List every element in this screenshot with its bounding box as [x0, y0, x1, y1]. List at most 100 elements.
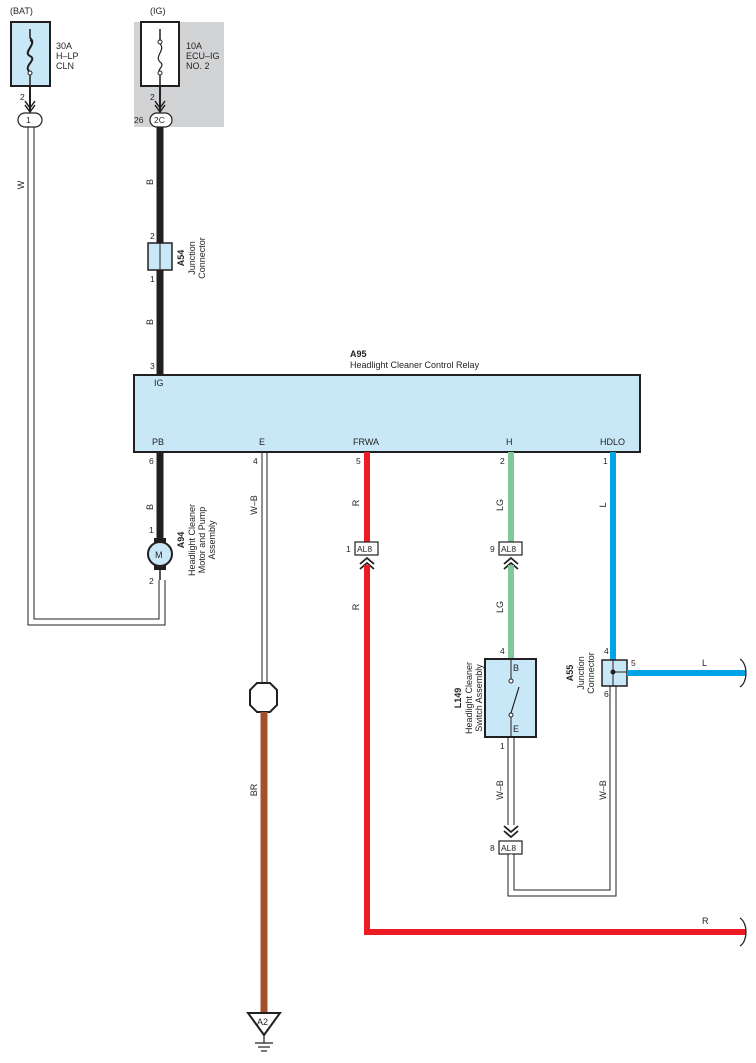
- bat-connector-id: 1: [26, 115, 31, 125]
- wire-code-w: W: [16, 180, 26, 189]
- bat-pin-label: 2: [20, 92, 25, 102]
- wire-code-wb-1: W–B: [249, 495, 259, 515]
- a55-junction-dot: [610, 669, 616, 675]
- al8-frwa-id: AL8: [357, 544, 372, 554]
- wire-code-l-1: L: [598, 502, 608, 507]
- ground-a2-symbol: [246, 1012, 282, 1037]
- al8-h-connector: [498, 541, 523, 556]
- ig-source-label: (IG): [150, 6, 166, 16]
- a54-label-1: Junction: [187, 241, 197, 275]
- switch-term-b: B: [513, 663, 519, 673]
- relay-pin-ig: 3: [150, 361, 155, 371]
- ig-pin-label: 2: [150, 92, 155, 102]
- al8-e-pin: 8: [490, 843, 495, 853]
- ig-connector-id: 2C: [154, 115, 165, 125]
- al8-h-id: AL8: [501, 544, 516, 554]
- wire-wb-switch: [507, 737, 515, 825]
- switch-label-2: Switch Assembly: [474, 664, 484, 732]
- a55-label-2: Connector: [586, 652, 596, 694]
- wire-code-wb-3: W–B: [598, 780, 608, 800]
- motor-label-1: Headlight Cleaner: [187, 504, 197, 576]
- motor-symbol: M: [155, 550, 163, 560]
- wire-code-r-3: R: [702, 916, 709, 926]
- ig-fuse-name2: NO. 2: [186, 61, 210, 71]
- switch-contact-icon: [508, 659, 520, 737]
- ig-fuse-name: ECU–IG: [186, 51, 220, 61]
- ig-connector-pin: 26: [134, 115, 144, 125]
- bat-fuse-icon: [26, 29, 34, 86]
- wire-code-l-2: L: [702, 658, 707, 668]
- relay-pin-pb: 6: [149, 456, 154, 466]
- relay-pin-hdlo: 1: [603, 456, 608, 466]
- wire-code-wb-2: W–B: [495, 780, 505, 800]
- motor-pin-bottom: 2: [149, 576, 154, 586]
- bat-fuse-name2: CLN: [56, 61, 74, 71]
- al8-frwa-pin: 1: [346, 544, 351, 554]
- motor-id: A94: [176, 532, 186, 549]
- wire-code-lg-2: LG: [495, 601, 505, 613]
- motor-a94: [147, 538, 173, 580]
- a55-pin-in: 4: [604, 646, 609, 656]
- wire-code-br: BR: [249, 783, 259, 796]
- a55-pin-gnd: 6: [604, 689, 609, 699]
- a54-pin-bottom: 1: [150, 274, 155, 284]
- relay-a95-box: [133, 374, 641, 453]
- relay-pin-h: 2: [500, 456, 505, 466]
- wire-code-b-3: B: [145, 504, 155, 510]
- wire-r-main: [364, 565, 746, 935]
- ig-connector-arrow: [154, 100, 166, 114]
- wire-code-r-2: R: [351, 603, 361, 610]
- wire-code-lg-1: LG: [495, 499, 505, 511]
- bat-fuse-name: H–LP: [56, 51, 79, 61]
- wire-wb-e: [261, 452, 268, 683]
- relay-pin-e: 4: [253, 456, 258, 466]
- wire-code-r-1: R: [351, 499, 361, 506]
- bat-connector: [17, 112, 43, 128]
- al8-frwa-arrow: [359, 556, 375, 570]
- switch-id: L149: [453, 688, 463, 709]
- al8-frwa-connector: [354, 541, 379, 556]
- a55-id: A55: [565, 665, 575, 682]
- a55-pin-out: 5: [631, 658, 636, 668]
- wire-w-bat-to-motor: [27, 127, 166, 626]
- wire-code-b-2: B: [145, 319, 155, 325]
- ground-id: A2: [257, 1017, 268, 1027]
- ground-splice-point: [249, 682, 278, 713]
- wire-wb-to-a55: [507, 686, 617, 897]
- switch-pin-bottom: 1: [500, 741, 505, 751]
- al8-e-id: AL8: [501, 843, 516, 853]
- relay-term-h: H: [506, 437, 513, 447]
- wire-code-b-1: B: [145, 179, 155, 185]
- ig-fuse-rating: 10A: [186, 41, 202, 51]
- a54-label-2: Connector: [197, 237, 207, 279]
- relay-term-pb: PB: [152, 437, 164, 447]
- al8-h-pin: 9: [490, 544, 495, 554]
- al8-e-arrow: [503, 825, 519, 839]
- relay-term-hdlo: HDLO: [600, 437, 625, 447]
- a55-label-1: Junction: [576, 656, 586, 690]
- switch-term-e: E: [513, 724, 519, 734]
- ground-icon: [255, 1035, 273, 1052]
- al8-h-arrow: [503, 556, 519, 570]
- bat-connector-arrow: [24, 100, 36, 114]
- wire-r-break-icon: [739, 917, 747, 947]
- relay-id: A95: [350, 349, 367, 359]
- switch-pin-top: 4: [500, 646, 505, 656]
- ig-fuse-icon: [157, 29, 163, 86]
- relay-term-ig: IG: [154, 378, 164, 388]
- relay-term-frwa: FRWA: [353, 437, 379, 447]
- motor-label-3: Assembly: [207, 520, 217, 560]
- motor-pin-top: 1: [149, 525, 154, 535]
- a54-id: A54: [176, 250, 186, 267]
- a54-pin-top: 2: [150, 231, 155, 241]
- relay-pin-frwa: 5: [356, 456, 361, 466]
- switch-label-1: Headlight Cleaner: [464, 662, 474, 734]
- relay-name: Headlight Cleaner Control Relay: [350, 360, 480, 370]
- motor-label-2: Motor and Pump: [197, 507, 207, 574]
- bat-fuse-rating: 30A: [56, 41, 72, 51]
- bat-source-label: (BAT): [10, 6, 33, 16]
- relay-term-e: E: [259, 437, 265, 447]
- wire-l-break-icon: [739, 658, 747, 688]
